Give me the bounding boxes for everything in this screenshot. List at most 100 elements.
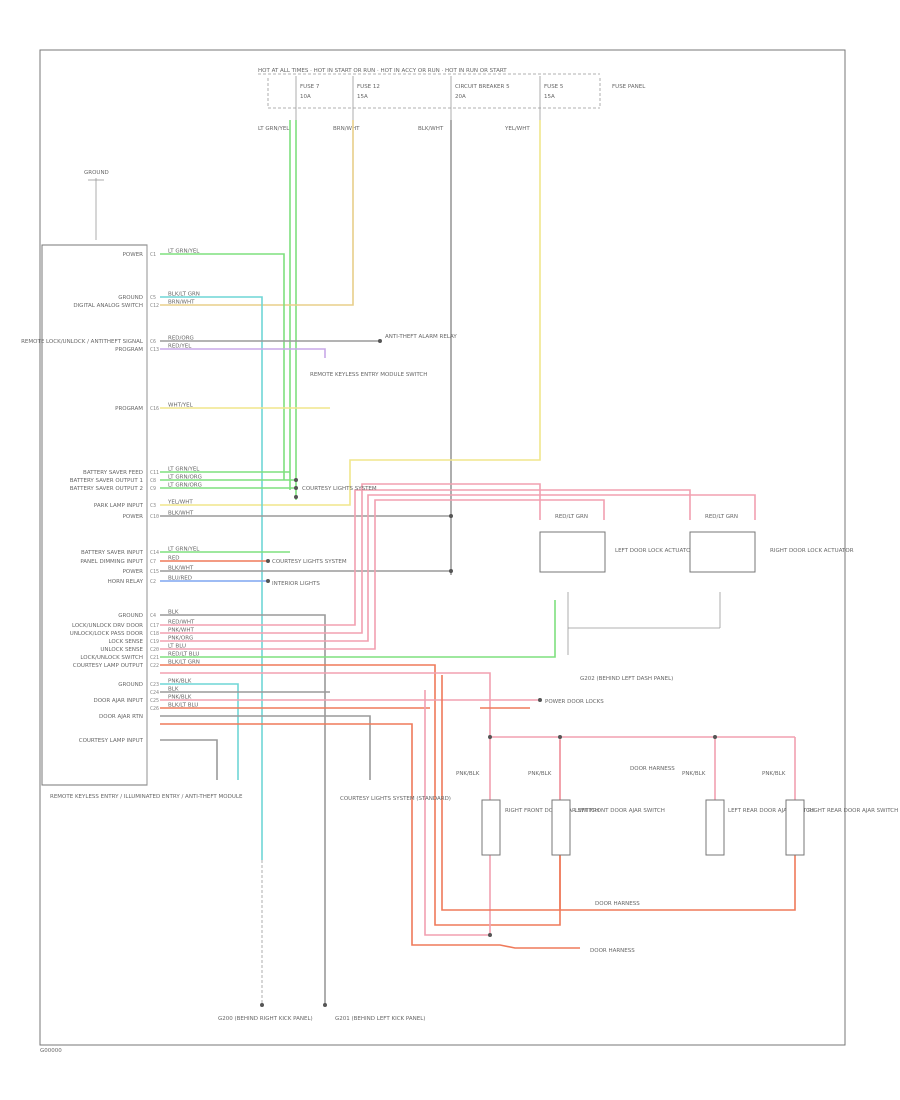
svg-text:RIGHT DOOR LOCK ACTUATOR: RIGHT DOOR LOCK ACTUATOR [770,548,854,554]
wire-yellow-fuse5 [160,120,541,506]
module-label: BATTERY SAVER INPUT [81,550,144,556]
module-label: DOOR AJAR INPUT [93,698,143,704]
door-ajar-switches: PNK/BLK RIGHT FRONT DOOR AJAR SWITCH PNK… [456,766,898,856]
module-label: BATTERY SAVER OUTPUT 1 [70,478,143,484]
svg-text:GROUND: GROUND [84,170,109,176]
module-label: PANEL DIMMING INPUT [80,559,143,565]
module-labels: POWER GROUND DIGITAL ANALOG SWITCH REMOTE L… [21,249,202,745]
module-pin: C19 [150,639,159,645]
wire-color-label: RED/YEL [168,344,192,350]
module-label: POWER [123,514,144,520]
switch-rr: PNK/BLK RIGHT REAR DOOR AJAR SWITCH [762,771,898,856]
diagram-frame [39,49,846,1046]
svg-text:RIGHT REAR DOOR AJAR SWITCH: RIGHT REAR DOOR AJAR SWITCH [808,808,898,814]
door-lock-actuators: RED/LT GRN LEFT DOOR LOCK ACTUATOR RED/L… [539,514,854,573]
module-pin: C12 [150,303,159,309]
wire-color-label: LT GRN/ORG [168,483,202,489]
fuse-panel-header: HOT AT ALL TIMES · HOT IN START OR RUN ·… [258,68,507,74]
fuse-1: FUSE 7 10A [295,76,320,120]
wire-color-label: BRN/WHT [168,300,195,306]
wire-red-bottom [441,675,796,911]
callout-courtesy-1: COURTESY LIGHTS SYSTEM [302,486,377,492]
wire-color-label: LT GRN/ORG [168,475,202,481]
switch-lr: PNK/BLK LEFT REAR DOOR AJAR SWITCH [682,771,814,856]
svg-text:FUSE 12: FUSE 12 [357,84,380,90]
wire-color-label: BLK/LT BLU [168,703,198,709]
svg-text:PNK/BLK: PNK/BLK [762,771,786,777]
fuse-drop-3-label: BLK/WHT [418,126,444,132]
module-label: PROGRAM [115,347,143,353]
svg-text:RED/LT GRN: RED/LT GRN [705,514,738,520]
module-pin: C4 [150,613,156,619]
wire-row-pink-4 [160,499,605,650]
callout-courtesy-lamp-system: COURTESY LIGHTS SYSTEM (STANDARD) [340,796,451,802]
callout-power-door-locks: POWER DOOR LOCKS [545,699,604,705]
module-label: HORN RELAY [108,579,144,585]
module-label: DIGITAL ANALOG SWITCH [73,303,143,309]
actuator-right: RED/LT GRN RIGHT DOOR LOCK ACTUATOR [689,514,854,573]
module-pin: C11 [150,470,159,476]
ground-symbol-top: GROUND [84,170,109,240]
wire-color-label: RED [168,556,180,562]
fuse-2: FUSE 12 15A [352,76,380,120]
wire-color-label: LT GRN/YEL [168,467,200,473]
module-pin: C14 [150,550,159,556]
wire-row-red-ajar [160,723,580,949]
module-pin: C25 [150,698,159,704]
module-label: GROUND [118,295,143,301]
module-label: LOCK/UNLOCK DRV DOOR [72,623,143,629]
module-label: PARK LAMP INPUT [94,503,144,509]
module-label: BATTERY SAVER FEED [83,470,143,476]
module-pin: C8 [150,478,156,484]
callout-alarm-relay: ANTI-THEFT ALARM RELAY [385,334,457,340]
actuator-left: RED/LT GRN LEFT DOOR LOCK ACTUATOR [539,514,694,573]
module-box [41,244,148,786]
svg-text:20A: 20A [455,94,466,100]
switch-lf: PNK/BLK LEFT FRONT DOOR AJAR SWITCH [528,771,665,856]
fuse-drop-2-label: BRN/WHT [333,126,360,132]
svg-text:RED/LT GRN: RED/LT GRN [555,514,588,520]
wire-color-label: WHT/YEL [168,403,194,409]
module-pin: C22 [150,663,159,669]
wire-color-label: BLK [168,610,179,616]
svg-text:PNK/BLK: PNK/BLK [456,771,480,777]
wire-row-power [160,253,285,480]
wire-color-label: BLK [168,687,179,693]
wire-color-label: BLK/WHT [168,511,194,517]
svg-text:LEFT REAR DOOR AJAR SWITCH: LEFT REAR DOOR AJAR SWITCH [728,808,814,814]
callout-door-harness-1: DOOR HARNESS [590,948,635,954]
wire-row-gray-cl [160,739,218,780]
module-pin: C5 [150,295,156,301]
wire-color-label: YEL/WHT [167,500,193,506]
module-pin: C9 [150,486,156,492]
module-label: BATTERY SAVER OUTPUT 2 [70,486,143,492]
wire-row-pink-3 [160,494,756,642]
wire-color-label: LT GRN/YEL [168,249,200,255]
switches-mid-label: DOOR HARNESS [630,766,675,772]
module-pin: C24 [150,690,159,696]
svg-text:FUSE 5: FUSE 5 [544,84,564,90]
callout-ground-g201: G201 (BEHIND LEFT KICK PANEL) [335,1016,425,1022]
svg-text:FUSE 7: FUSE 7 [300,84,320,90]
wire-color-label: RED/WHT [168,620,195,626]
module-pin: C3 [150,503,156,509]
wire-row-cyan-lamp [160,683,239,780]
module-label: REMOTE LOCK/UNLOCK / ANTITHEFT SIGNAL [21,339,144,345]
callout-interior-lights: INTERIOR LIGHTS [272,581,320,587]
module-label: GROUND [118,613,143,619]
module-pin: C18 [150,631,159,637]
svg-text:PNK/BLK: PNK/BLK [682,771,706,777]
wire-color-label: PNK/WHT [168,628,194,634]
wire-row-pink-sw [160,672,491,740]
wire-color-label: RED/LT BLU [168,652,199,658]
svg-text:LEFT DOOR LOCK ACTUATOR: LEFT DOOR LOCK ACTUATOR [615,548,694,554]
wire-row-gray-ajar [160,715,371,780]
module-label: UNLOCK/LOCK PASS DOOR [70,631,143,637]
wire-color-label: LT GRN/YEL [168,547,200,553]
page-code: G00000 [40,1048,62,1054]
svg-text:LEFT FRONT DOOR AJAR SWITCH: LEFT FRONT DOOR AJAR SWITCH [575,808,665,814]
callout-ground-g202: G202 (BEHIND LEFT DASH PANEL) [580,676,673,682]
module-label: GROUND [118,682,143,688]
wire-row-pink-2 [160,483,541,634]
module-pin: C7 [150,559,156,565]
